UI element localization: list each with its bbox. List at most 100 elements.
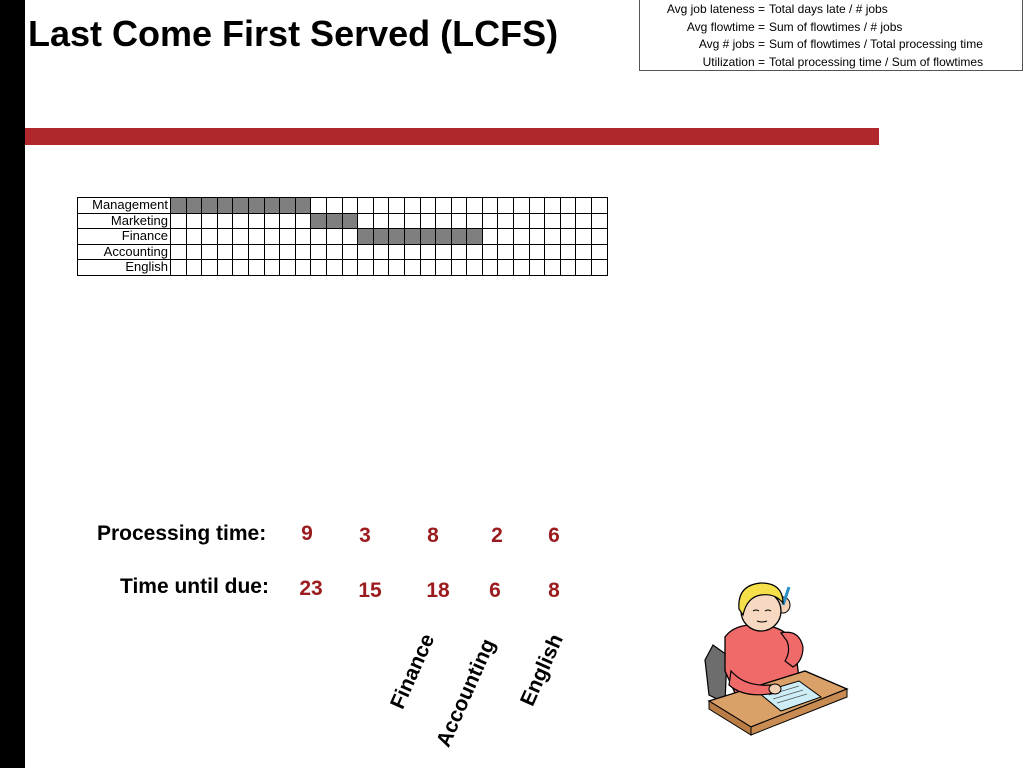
gantt-empty-cell: [575, 212, 593, 229]
gantt-filled-cell: [310, 212, 327, 229]
gantt-empty-cell: [357, 243, 374, 260]
gantt-empty-cell: [170, 243, 187, 260]
formula-lhs: Utilization =: [702, 54, 765, 69]
gantt-empty-cell: [357, 259, 374, 276]
gantt-empty-cell: [388, 197, 405, 214]
gantt-filled-cell: [294, 197, 312, 214]
gantt-filled-cell: [216, 197, 234, 214]
time-until-due-value: 6: [489, 579, 501, 602]
gantt-empty-cell: [216, 228, 234, 245]
gantt-empty-cell: [450, 259, 468, 276]
formula-box: Avg job lateness = Total days late / # j…: [639, 0, 1023, 71]
gantt-empty-cell: [466, 243, 483, 260]
gantt-empty-cell: [185, 243, 203, 260]
gantt-empty-cell: [170, 212, 187, 229]
gantt-filled-cell: [247, 197, 265, 214]
formula-rhs: Total days late / # jobs: [769, 2, 888, 16]
gantt-empty-cell: [559, 243, 577, 260]
processing-time-value: 2: [491, 524, 503, 547]
gantt-empty-cell: [388, 243, 405, 260]
formula-rhs: Total processing time / Sum of flowtimes: [769, 54, 984, 69]
gantt-empty-cell: [575, 259, 593, 276]
gantt-row: English: [77, 259, 608, 276]
gantt-empty-cell: [513, 259, 530, 276]
page-title: Last Come First Served (LCFS): [28, 13, 559, 54]
gantt-empty-cell: [185, 259, 203, 276]
gantt-empty-cell: [247, 259, 265, 276]
gantt-empty-cell: [294, 228, 312, 245]
gantt-empty-cell: [528, 259, 546, 276]
gantt-empty-cell: [201, 243, 218, 260]
left-side-bar: [0, 0, 25, 768]
gantt-empty-cell: [575, 243, 593, 260]
gantt-empty-cell: [403, 197, 421, 214]
gantt-empty-cell: [435, 212, 452, 229]
gantt-empty-cell: [216, 212, 234, 229]
gantt-empty-cell: [403, 212, 421, 229]
gantt-row-label: Management: [77, 197, 171, 214]
gantt-empty-cell: [591, 259, 608, 276]
rotated-label-finance: Finance: [386, 630, 440, 713]
gantt-row: Marketing: [77, 212, 608, 229]
gantt-empty-cell: [279, 212, 296, 229]
gantt-empty-cell: [247, 212, 265, 229]
gantt-empty-cell: [216, 243, 234, 260]
gantt-empty-cell: [216, 259, 234, 276]
gantt-empty-cell: [466, 197, 483, 214]
gantt-empty-cell: [232, 228, 249, 245]
gantt-empty-cell: [435, 243, 452, 260]
gantt-empty-cell: [544, 259, 561, 276]
gantt-empty-cell: [575, 197, 593, 214]
gantt-empty-cell: [481, 197, 499, 214]
gantt-empty-cell: [497, 212, 515, 229]
gantt-empty-cell: [559, 212, 577, 229]
gantt-empty-cell: [294, 259, 312, 276]
gantt-row-label: Finance: [77, 228, 171, 245]
gantt-empty-cell: [263, 259, 281, 276]
gantt-empty-cell: [341, 197, 359, 214]
gantt-filled-cell: [185, 197, 203, 214]
gantt-empty-cell: [419, 243, 437, 260]
processing-time-value: 8: [427, 524, 439, 547]
formula-lhs: Avg flowtime =: [686, 19, 765, 34]
gantt-empty-cell: [559, 197, 577, 214]
gantt-empty-cell: [388, 259, 405, 276]
gantt-empty-cell: [388, 212, 405, 229]
gantt-empty-cell: [419, 212, 437, 229]
gantt-filled-cell: [201, 197, 218, 214]
gantt-empty-cell: [513, 212, 530, 229]
gantt-empty-cell: [310, 243, 327, 260]
gantt-empty-cell: [325, 259, 343, 276]
gantt-empty-cell: [528, 243, 546, 260]
gantt-empty-cell: [357, 212, 374, 229]
time-until-due-value: 15: [358, 579, 382, 602]
gantt-empty-cell: [544, 212, 561, 229]
processing-time-value: 3: [359, 524, 371, 547]
gantt-empty-cell: [497, 259, 515, 276]
gantt-empty-cell: [419, 259, 437, 276]
formula-row: Avg # jobs = Sum of flowtimes / Total pr…: [640, 36, 1022, 54]
gantt-empty-cell: [279, 228, 296, 245]
formula-row: Avg flowtime = Sum of flowtimes / # jobs: [640, 19, 1022, 37]
gantt-empty-cell: [201, 228, 218, 245]
title-divider: [25, 128, 879, 145]
gantt-empty-cell: [232, 243, 249, 260]
gantt-empty-cell: [497, 243, 515, 260]
gantt-filled-cell: [325, 212, 343, 229]
gantt-empty-cell: [263, 228, 281, 245]
processing-time-value: 6: [548, 524, 560, 547]
formula-lhs: Avg # jobs =: [698, 37, 765, 51]
formula-row: Utilization = Total processing time / Su…: [640, 54, 1022, 72]
gantt-empty-cell: [481, 228, 499, 245]
gantt-filled-cell: [450, 228, 468, 245]
gantt-empty-cell: [481, 243, 499, 260]
formula-row: Avg job lateness = Total days late / # j…: [640, 1, 1022, 19]
gantt-empty-cell: [466, 212, 483, 229]
gantt-empty-cell: [435, 259, 452, 276]
gantt-empty-cell: [544, 197, 561, 214]
gantt-filled-cell: [435, 228, 452, 245]
gantt-empty-cell: [201, 212, 218, 229]
gantt-empty-cell: [591, 197, 608, 214]
gantt-empty-cell: [591, 212, 608, 229]
